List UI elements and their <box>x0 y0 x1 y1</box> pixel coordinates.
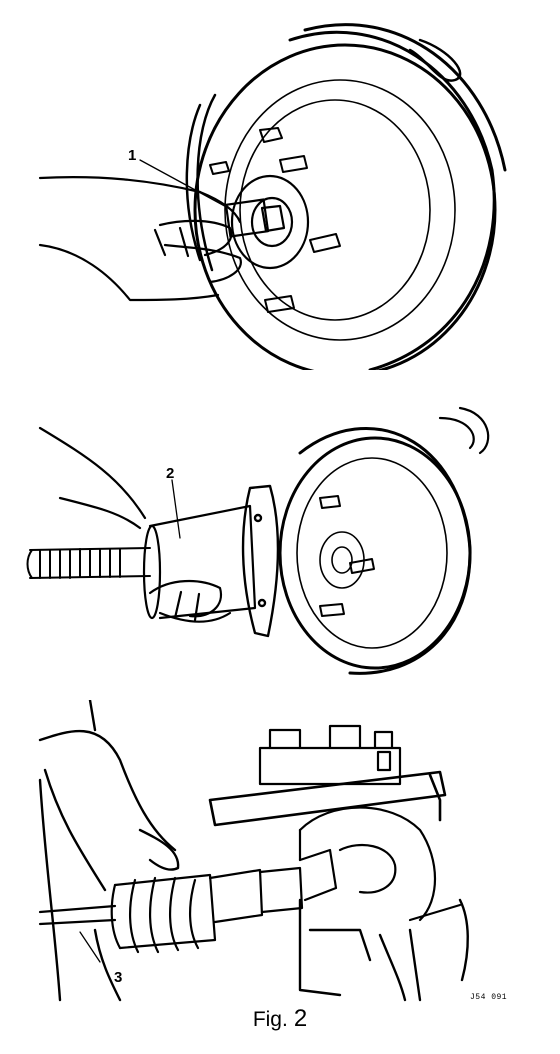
leader-line-1 <box>139 159 233 211</box>
hand-and-arm <box>38 176 242 302</box>
press-drawing <box>38 700 469 1002</box>
illustration-panel-bar-tool <box>0 378 560 690</box>
splash-shield <box>185 38 462 272</box>
casting-body <box>298 806 462 922</box>
callout-2: 2 <box>166 465 175 482</box>
wheel-studs-2 <box>319 495 375 617</box>
press-base <box>298 898 469 1002</box>
callout-1: 1 <box>128 147 137 164</box>
leader-line-2 <box>171 479 181 539</box>
press-fixture <box>258 724 402 786</box>
splash-shield-2 <box>438 406 490 455</box>
drawing-reference-code: J54 091 <box>470 993 508 1002</box>
leader-line-3 <box>79 931 101 963</box>
brake-disc-outline <box>193 23 507 370</box>
flange-plate <box>241 484 280 638</box>
figure-caption: Fig.2 <box>0 1005 560 1033</box>
hub-insertion-drawing <box>38 23 507 370</box>
threaded-bar-3 <box>38 848 338 954</box>
component-1 <box>224 198 286 238</box>
figure-caption-prefix: Fig. <box>252 1008 288 1031</box>
hand-and-arm-2 <box>38 426 232 623</box>
figure-caption-number: 2 <box>293 1005 308 1032</box>
operator-figure <box>38 700 180 1002</box>
illustration-panel-press <box>0 700 560 1005</box>
wheel-studs <box>209 127 341 313</box>
threaded-bar <box>26 547 151 579</box>
component-2 <box>142 504 257 620</box>
callout-3: 3 <box>114 969 123 986</box>
brake-disc-outline-2 <box>278 427 472 675</box>
disc-rings-2 <box>296 457 448 649</box>
hub <box>230 174 310 270</box>
disc-rings <box>224 79 456 341</box>
bench-slab <box>208 770 447 827</box>
illustration-panel-hub-insertion <box>0 0 560 370</box>
bar-tool-drawing <box>26 406 490 675</box>
